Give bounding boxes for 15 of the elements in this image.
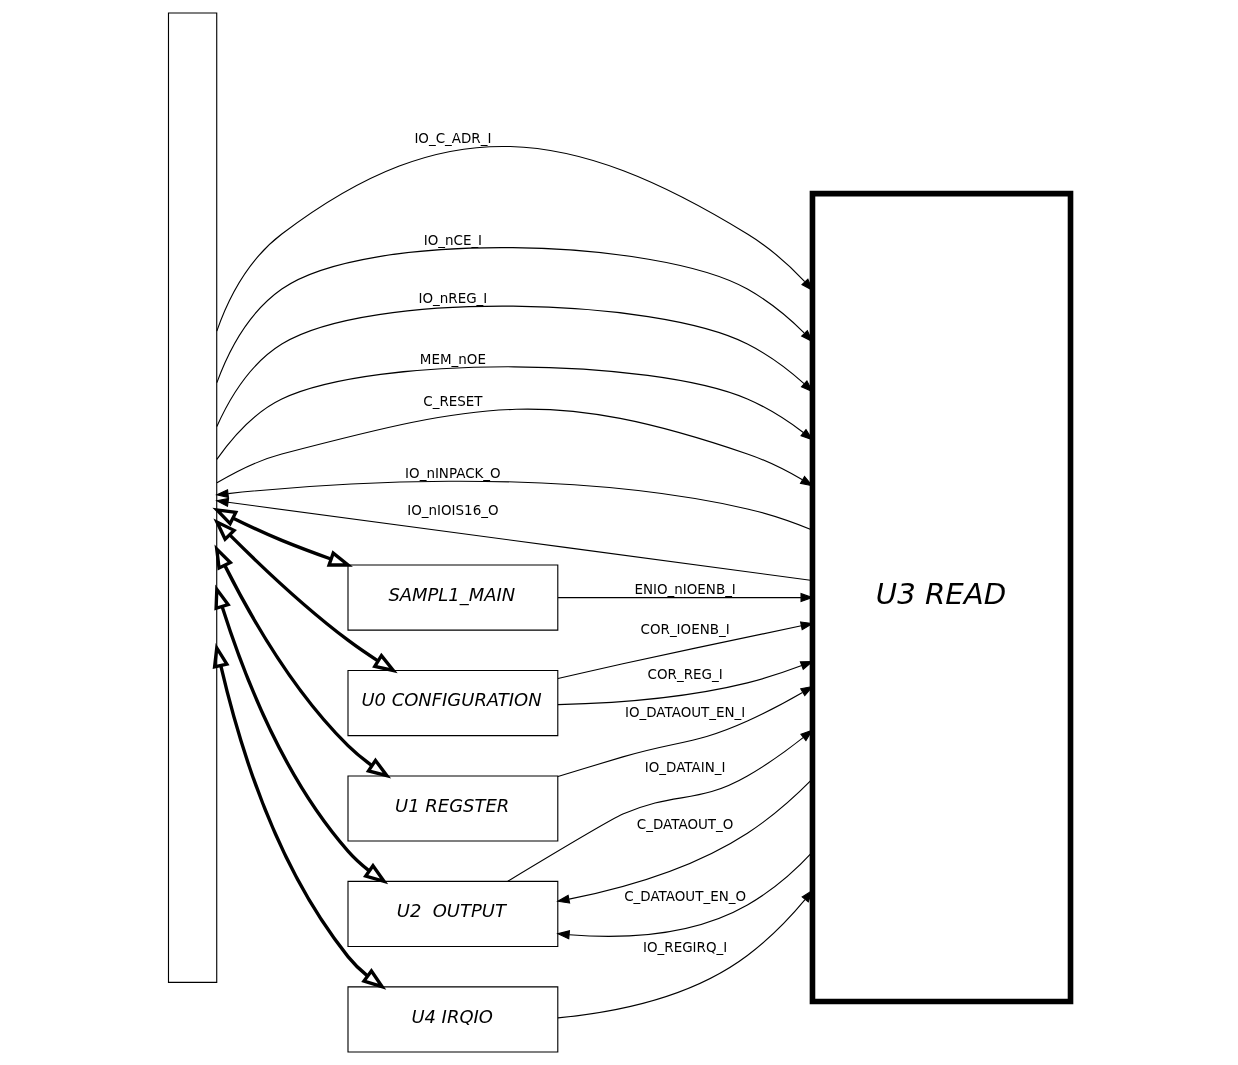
edge-label: IO_nINPACK_O [404, 466, 501, 482]
edge-label: IO_DATAOUT_EN_I [624, 705, 745, 721]
edge-label: IO_C_ADR_I [413, 130, 491, 146]
edge-label: COR_REG_I [647, 667, 723, 683]
edge-label: IO_DATAIN_I [644, 760, 725, 776]
edge-label: C_RESET [422, 394, 483, 410]
edge-label: C_DATAOUT_O [636, 817, 733, 833]
edge-label: COR_IOENB_I [640, 622, 730, 638]
edge-label: IO_nREG_I [418, 291, 487, 307]
edge-label: IO_nIOIS16_O [406, 503, 499, 519]
edge-label: ENIO_nIOENB_I [633, 581, 736, 597]
edge-label: IO_REGIRQ_I [642, 939, 727, 955]
edge-label: MEM_nOE [419, 351, 486, 367]
edge-label: C_DATAOUT_EN_O [623, 889, 746, 905]
edge-label: IO_nCE_I [423, 232, 482, 248]
